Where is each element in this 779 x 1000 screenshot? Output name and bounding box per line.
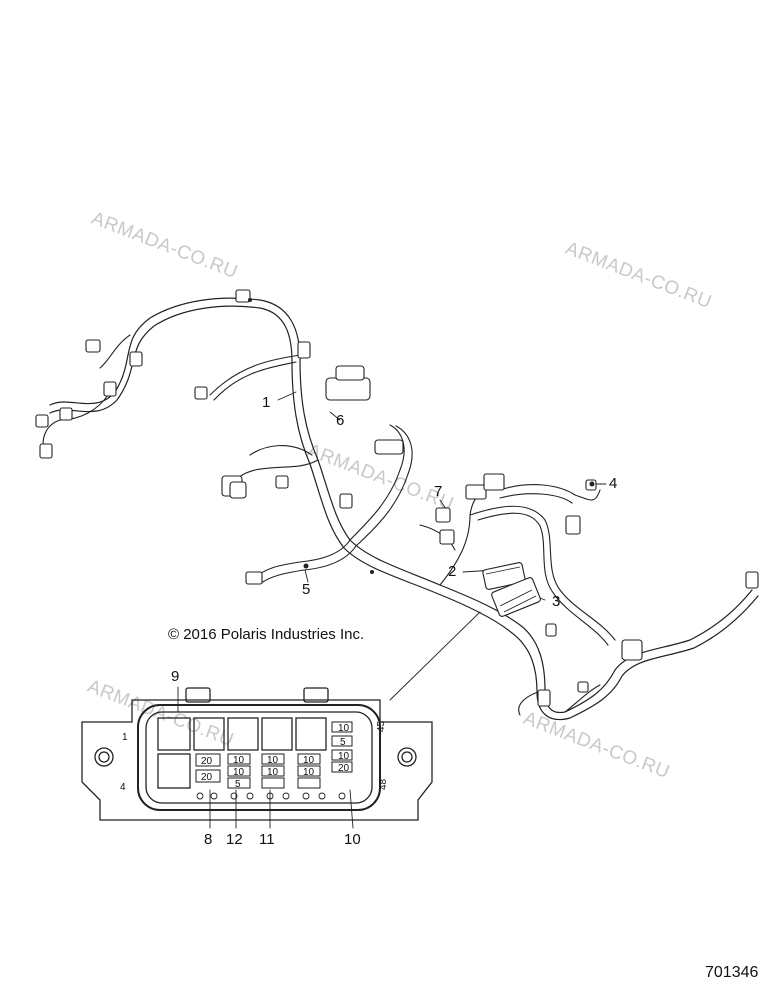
callout-8: 8: [204, 831, 213, 848]
fuse-value: 10: [303, 767, 315, 778]
callout-12: 12: [226, 831, 243, 848]
box-mark: 1: [122, 732, 128, 743]
fuse-value: 20: [201, 756, 213, 767]
fuse-value: 10: [303, 755, 315, 766]
fuse-value: 10: [267, 755, 279, 766]
callout-9: 9: [171, 668, 180, 685]
box-mark: 45: [376, 720, 387, 732]
fuse-value: 10: [338, 751, 350, 762]
callout-2: 2: [448, 563, 457, 580]
connector-clips: [248, 298, 595, 574]
callout-7: 7: [434, 483, 443, 500]
fuse-values: 10 5 10 20 10 10 10 10 5 10 10 20 20 45 …: [120, 720, 389, 793]
callout-1: 1: [262, 394, 271, 411]
figure-number: 701346: [705, 964, 759, 981]
fuse-value: 10: [233, 767, 245, 778]
fuse-value: 10: [233, 755, 245, 766]
callout-6: 6: [336, 412, 345, 429]
fuse-value: 5: [235, 779, 241, 790]
harness-branches: [42, 334, 616, 716]
fuse-box: [81, 687, 433, 821]
copyright-notice: © 2016 Polaris Industries Inc.: [168, 626, 365, 643]
callout-4: 4: [609, 475, 618, 492]
connectors: [35, 289, 759, 707]
fuse-value: 10: [267, 767, 279, 778]
harness-trunk: [49, 297, 759, 721]
callout-11: 11: [259, 831, 275, 848]
fuse-slots: [195, 721, 353, 789]
fuse-value: 20: [338, 763, 350, 774]
fuse-value: 5: [340, 737, 346, 748]
box-mark: 4: [120, 782, 126, 793]
fuse-value: 10: [338, 723, 350, 734]
callout-3: 3: [552, 593, 561, 610]
callout-10: 10: [344, 831, 361, 848]
terminal-box-lines: [485, 566, 537, 613]
callout-5: 5: [302, 581, 311, 598]
box-mark: 48: [378, 778, 389, 790]
fuse-value: 20: [201, 772, 213, 783]
